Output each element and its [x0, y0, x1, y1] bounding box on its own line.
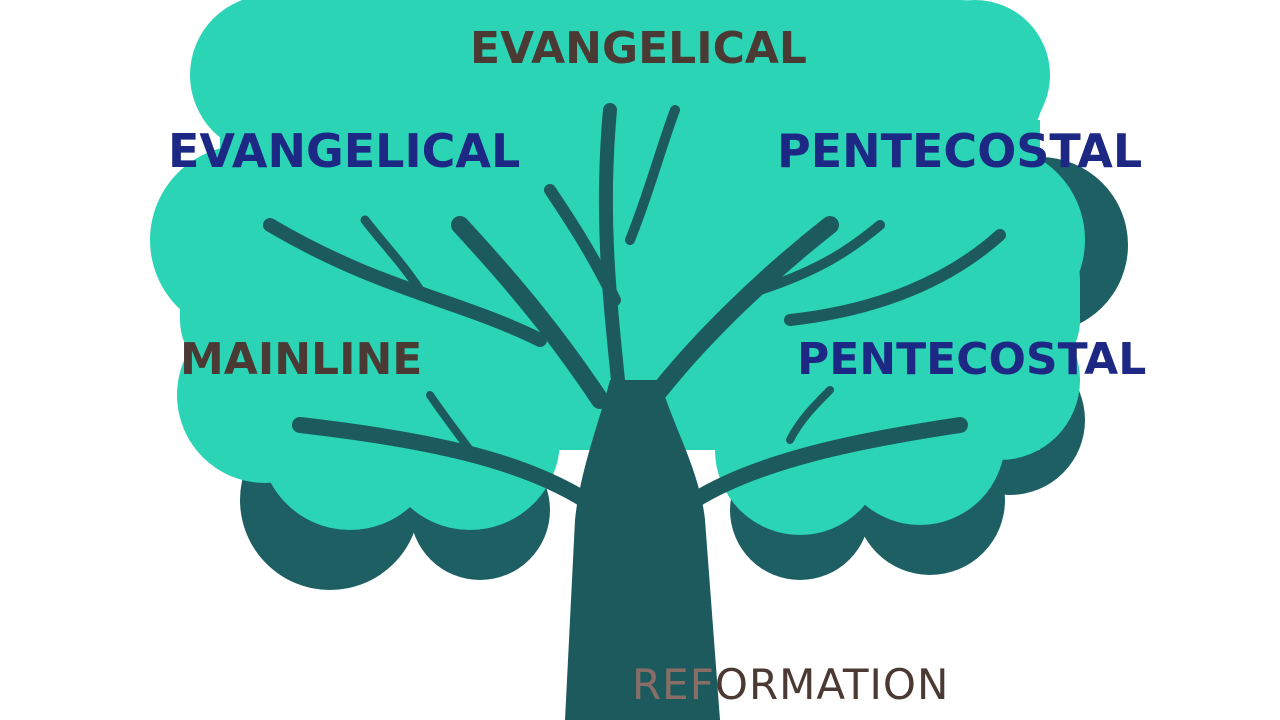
label-evangelical-left: EVANGELICAL — [168, 124, 521, 178]
label-mainline: MAINLINE — [180, 334, 423, 385]
label-pentecostal-upper: PENTECOSTAL — [777, 124, 1143, 178]
label-pentecostal-lower: PENTECOSTAL — [797, 334, 1147, 385]
label-evangelical-top: EVANGELICAL — [470, 23, 807, 74]
canopy — [150, 0, 1085, 535]
tree-trunk — [263, 103, 1006, 720]
label-reformation-suffix: ORMATION — [714, 660, 950, 709]
label-reformation: REFORMATION — [632, 664, 949, 706]
label-reformation-prefix: REF — [632, 660, 715, 709]
